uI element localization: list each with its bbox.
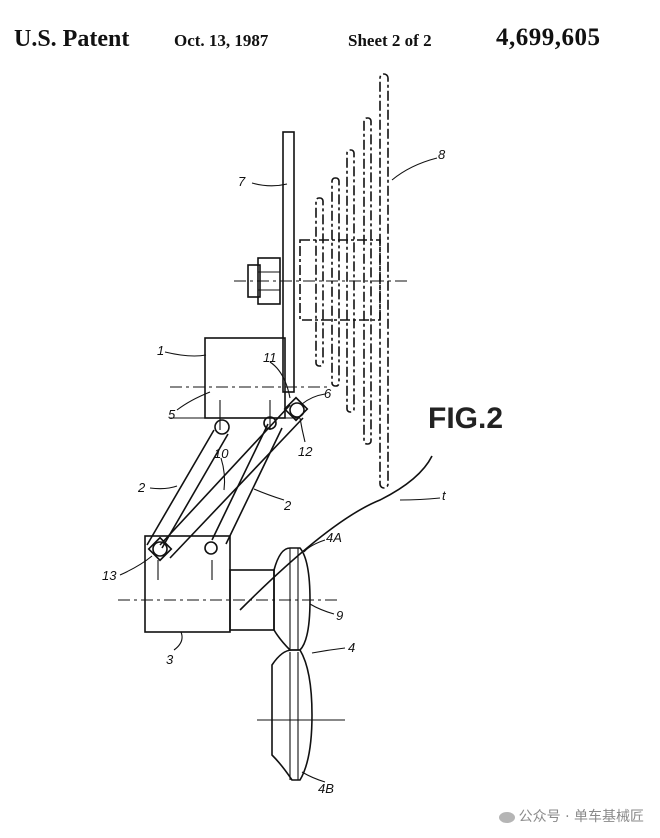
- watermark: 公众号 · 单车基械匠: [498, 806, 644, 826]
- figure-title: FIG.2: [428, 402, 503, 435]
- label-11: 11: [263, 350, 277, 365]
- label-8: 8: [438, 147, 446, 162]
- label-7: 7: [238, 174, 246, 189]
- label-4a: 4A: [326, 530, 342, 545]
- label-9: 9: [336, 608, 343, 623]
- watermark-text: 公众号 · 单车基械匠: [518, 809, 644, 825]
- upper-body: [170, 337, 330, 430]
- label-4: 4: [348, 640, 355, 655]
- label-13: 13: [102, 568, 117, 583]
- label-5: 5: [168, 407, 176, 422]
- leader-lines: [119, 157, 441, 783]
- wechat-icon: [498, 811, 515, 823]
- parallelogram-links: [146, 396, 309, 562]
- patent-date: Oct. 13, 1987: [174, 31, 269, 50]
- label-6: 6: [324, 386, 332, 401]
- label-t: t: [442, 488, 447, 503]
- chain-line: [239, 455, 433, 611]
- label-1: 1: [157, 343, 164, 358]
- patent-number: 4,699,605: [496, 24, 601, 51]
- guide-pulleys: [257, 547, 345, 781]
- patent-office-header: U.S. Patent: [14, 26, 130, 52]
- label-4b: 4B: [318, 781, 334, 796]
- label-2-left: 2: [137, 480, 146, 495]
- label-2-right: 2: [283, 498, 292, 513]
- label-12: 12: [298, 444, 313, 459]
- sprocket-cassette: [234, 73, 410, 489]
- lower-body: [118, 535, 340, 633]
- label-10: 10: [214, 446, 229, 461]
- sheet-number: Sheet 2 of 2: [348, 31, 432, 50]
- label-3: 3: [166, 652, 174, 667]
